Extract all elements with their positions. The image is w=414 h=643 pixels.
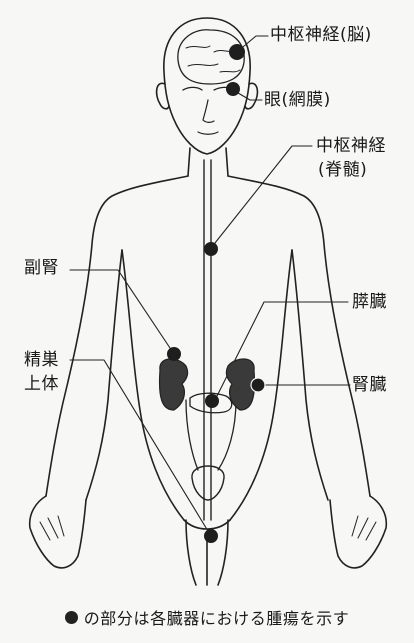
inner-left-arm [86,250,122,500]
left-leg [186,520,196,585]
caption-text: の部分は各臓器における腫瘍を示す [84,605,350,629]
torso-right [228,176,370,496]
tumor-marker-brain [229,44,245,60]
tumor-marker-epididymis [204,529,218,543]
label-cns-spinal-line2: (脊髄) [318,160,367,180]
leader-epididymis [70,360,211,536]
inner-right-arm [292,250,328,500]
bladder [192,466,224,500]
left-kidney [160,359,188,410]
caption: の部分は各臓器における腫瘍を示す [0,600,414,634]
tumor-marker-eye [226,82,240,96]
nose [203,100,214,122]
left-hand [30,496,86,568]
tumor-marker-kidney [251,378,265,392]
neck [188,148,228,176]
label-cns-brain: 中枢神経(脳) [270,25,372,45]
tumor-marker-pancreas [205,394,219,408]
right-kidney [226,359,254,410]
pelvis [184,520,230,529]
right-hand [330,496,386,568]
right-leg [218,520,228,585]
label-kidney: 腎臓 [352,375,387,395]
torso-left [46,176,188,496]
label-adrenal: 副腎 [24,258,59,278]
tumor-marker-adrenal [167,347,181,361]
label-epididymis-line2: 上体 [24,374,59,394]
legend-dot-icon [65,611,78,624]
label-cns-spinal-line1: 中枢神経 [316,136,386,156]
mouth [198,132,218,134]
leader-adrenal [70,270,174,354]
label-epididymis-line1: 精巣 [24,350,59,370]
tumor-marker-spinal [204,242,218,256]
label-eye-retina: 眼(網膜) [264,90,331,110]
label-pancreas: 膵臓 [352,292,387,312]
eyebrows [183,87,233,90]
